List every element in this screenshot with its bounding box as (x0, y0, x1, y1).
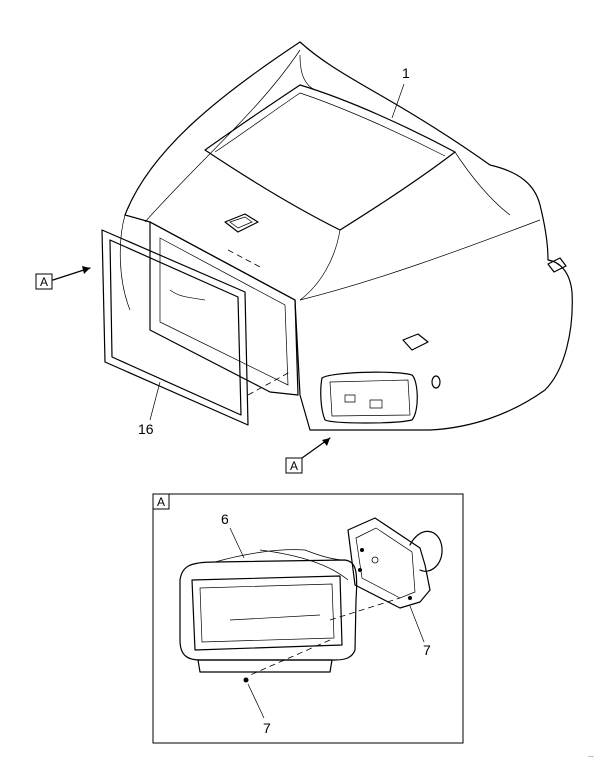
headlight-bracket (347, 517, 443, 609)
callout-fastener-right: 7 (423, 642, 431, 658)
detail-box-label: A (157, 495, 165, 509)
detail-view-a: A 6 7 7 (152, 493, 464, 744)
headlight-duct (179, 549, 358, 673)
grille-opening (149, 221, 299, 396)
hood-center-panel (204, 84, 456, 231)
grille-frame (101, 229, 249, 426)
callout-duct: 6 (221, 511, 229, 527)
hood-assembly (119, 41, 573, 431)
hood-latch-top (224, 213, 259, 233)
corner-code: ... (588, 752, 594, 759)
callout-grille-frame: 16 (138, 421, 154, 437)
view-marker-left: A (40, 275, 48, 289)
callout-fastener-bottom: 7 (263, 720, 271, 736)
headlight-opening (320, 371, 418, 424)
hood-latch-side (402, 333, 429, 351)
callout-hood: 1 (402, 65, 410, 81)
hood-outline (124, 41, 573, 431)
view-marker-bottom: A (290, 459, 298, 473)
